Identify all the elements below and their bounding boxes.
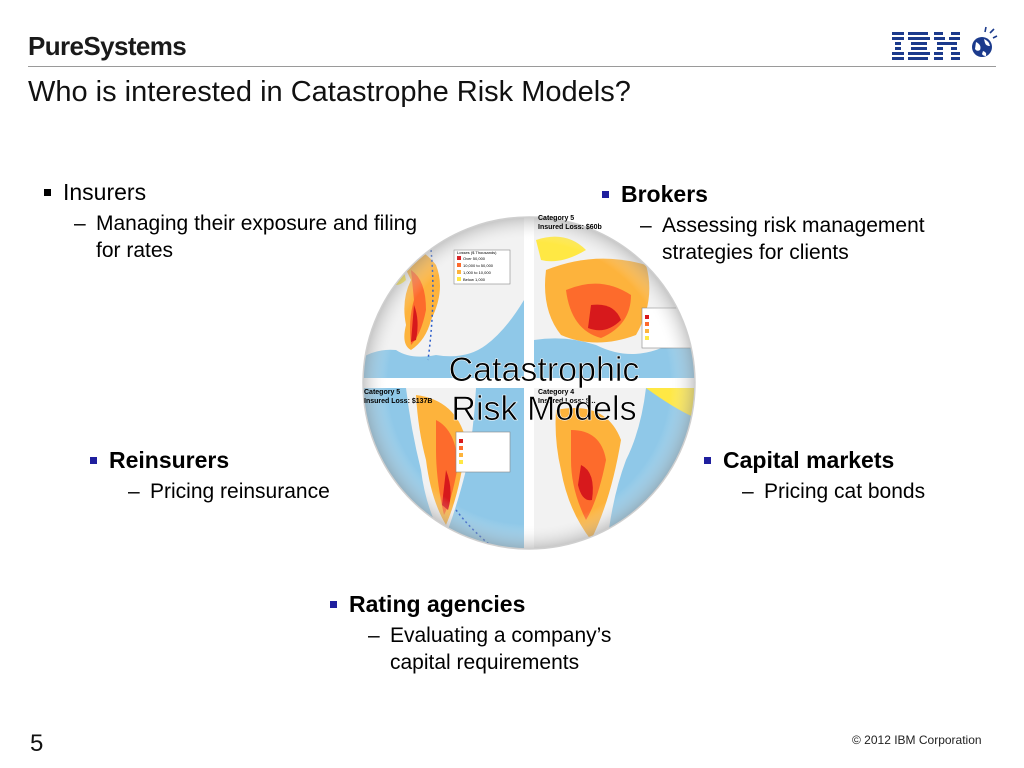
brand-wordmark: PureSystems [28, 31, 187, 61]
bullet-heading: Rating agencies [349, 591, 526, 617]
legend-item: 1,000 to 10,000 [463, 270, 492, 275]
bullet-detail: Pricing cat bonds [764, 480, 926, 503]
maps-circle: Category 5 Insured Loss: $137B Category … [362, 215, 696, 550]
map-br-category: Category 4 [538, 389, 574, 396]
bullet-detail: Pricing reinsurance [150, 480, 330, 503]
bullet-brokers: Brokers – Assessing risk management stra… [602, 180, 1002, 266]
bullet-detail: Managing their exposure and filing for r… [96, 212, 418, 262]
legend-item: Over 50,000 [463, 256, 486, 261]
bullet-square-icon [90, 457, 97, 464]
map-br-loss: Insured Loss: $... [538, 398, 596, 405]
legend-item: Below 1,000 [463, 277, 486, 282]
bullet-heading: Reinsurers [109, 447, 230, 473]
map-bl-loss: Insured Loss: $137B [364, 398, 432, 405]
catastrophe-map-graphic: Category 5 Insured Loss: $137B Category … [356, 210, 702, 556]
center-label-line2: Risk Models [451, 390, 636, 428]
bullet-heading: Insurers [63, 179, 147, 205]
bullet-reinsurers: Reinsurers – Pricing reinsurance [90, 446, 390, 505]
center-label-line1: Catastrophic [449, 351, 640, 389]
slide-title: Who is interested in Catastrophe Risk Mo… [28, 76, 631, 108]
bullet-detail: Assessing risk management strategies for… [662, 214, 925, 264]
dash-icon: – [368, 624, 380, 647]
bullet-square-icon [44, 189, 51, 196]
legend-item: 10,000 to 50,000 [463, 263, 494, 268]
header-divider [28, 66, 996, 67]
bullet-square-icon [704, 457, 711, 464]
copyright-notice: © 2012 IBM Corporation [852, 733, 982, 747]
bullet-capital-markets: Capital markets – Pricing cat bonds [704, 446, 1004, 505]
bullet-rating-agencies: Rating agencies – Evaluating a company’s… [330, 590, 670, 676]
dash-icon: – [74, 212, 86, 235]
page-number: 5 [30, 730, 44, 757]
bullet-square-icon [602, 191, 609, 198]
bullet-heading: Capital markets [723, 447, 895, 473]
dash-icon: – [128, 480, 140, 503]
dash-icon: – [742, 480, 754, 503]
bullet-heading: Brokers [621, 181, 708, 207]
bullet-detail: Evaluating a company’s capital requireme… [390, 624, 612, 674]
ibm-logo-icon [892, 26, 998, 60]
legend-title: Losses ($ Thousands) [457, 250, 497, 255]
map-bl-category: Category 5 [364, 389, 400, 396]
bullet-square-icon [330, 601, 337, 608]
bullet-insurers: Insurers – Managing their exposure and f… [44, 178, 444, 264]
dash-icon: – [640, 214, 652, 237]
map-tr-category: Category 5 [538, 215, 574, 222]
map-tr-loss: Insured Loss: $60b [538, 224, 602, 231]
